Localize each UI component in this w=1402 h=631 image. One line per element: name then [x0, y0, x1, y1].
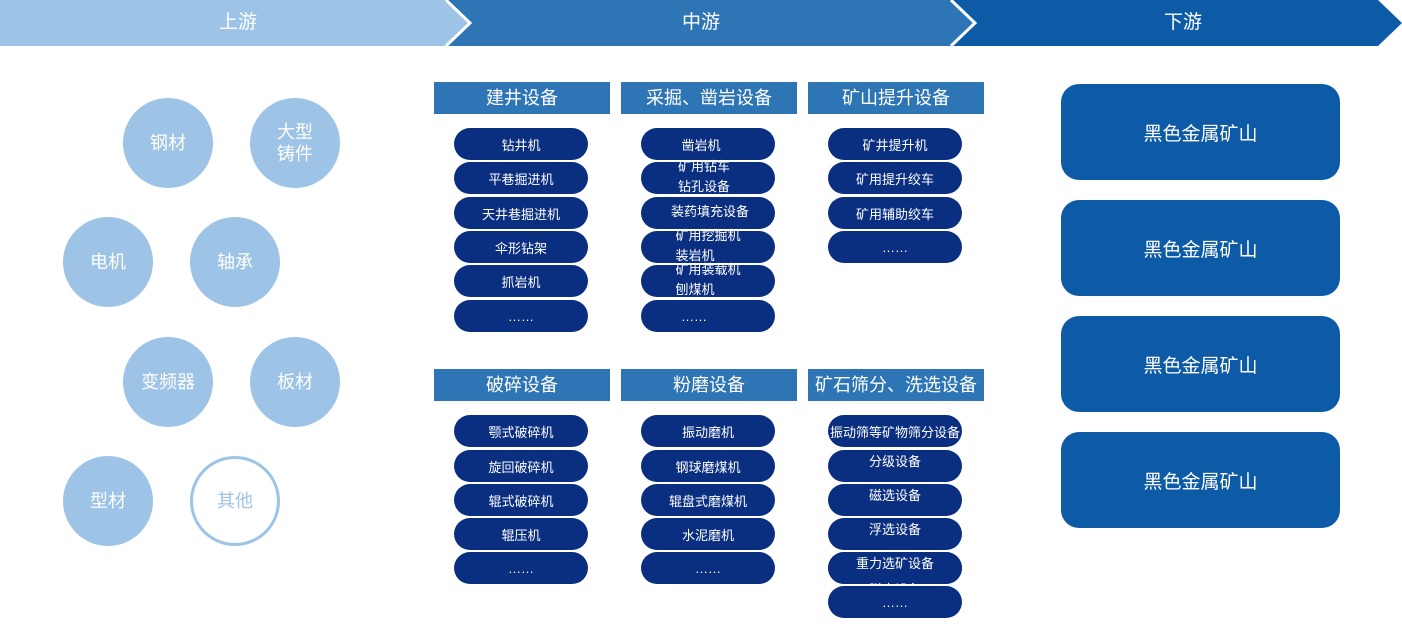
material-large-castings: 大型 铸件 — [250, 98, 340, 188]
equipment-item: 矿用钻车 钻孔设备 — [641, 159, 775, 194]
downstream-item: 黑色金属矿山 — [1061, 84, 1340, 180]
material-motor: 电机 — [63, 217, 153, 307]
equipment-item: 分级设备 — [828, 450, 962, 482]
equipment-item: 装药填充设备 — [641, 197, 775, 229]
material-bearing: 轴承 — [190, 217, 280, 307]
equipment-item: 振动磨机 — [641, 415, 775, 447]
stage-label-midstream: 中游 — [681, 12, 720, 33]
equipment-item: 钢球磨煤机 — [641, 450, 775, 482]
equipment-item: 旋回破碎机 — [454, 450, 588, 482]
material-steel: 钢材 — [123, 98, 213, 188]
equipment-item: 浮选设备 — [828, 518, 962, 550]
equipment-item: 辊压机 — [454, 518, 588, 550]
midstream-arrow — [446, 0, 975, 46]
material-plate: 板材 — [250, 337, 340, 427]
equipment-item-label-holder: 脱水设备 — [828, 552, 962, 597]
equipment-item: 颚式破碎机 — [454, 415, 588, 447]
equipment-item: 伞形钻架 — [454, 231, 588, 263]
equipment-label: 重力选矿设备 — [855, 555, 934, 571]
downstream-arrow — [951, 0, 1402, 46]
equipment-item: 磁选设备 — [828, 484, 962, 516]
equipment-label: 分级设备 — [868, 453, 921, 469]
downstream-item: 黑色金属矿山 — [1061, 432, 1340, 528]
equipment-item: 矿用提升绞车 — [828, 162, 962, 194]
equipment-item-more: …… — [454, 300, 588, 332]
equipment-item: 平巷掘进机 — [454, 162, 588, 194]
equipment-label: 钻孔设备 — [677, 178, 730, 194]
stage-label-upstream: 上游 — [218, 12, 257, 33]
equipment-item: 矿用辅助绞车 — [828, 197, 962, 229]
material-profile: 型材 — [63, 456, 153, 546]
equipment-label: 装药填充设备 — [670, 203, 749, 219]
category-header: 矿山提升设备 — [808, 82, 984, 114]
equipment-item: 重力选矿设备 — [828, 552, 962, 584]
downstream-item: 黑色金属矿山 — [1061, 200, 1340, 296]
equipment-label: 装岩机 — [675, 247, 715, 263]
equipment-item-more: …… — [828, 231, 962, 263]
equipment-item-more: …… — [641, 552, 775, 584]
equipment-item-more: …… — [454, 552, 588, 584]
equipment-label: 矿用挖掘机 — [675, 227, 741, 243]
equipment-label: 矿用钻车 — [677, 158, 730, 174]
equipment-item: 凿岩机 — [641, 128, 775, 160]
equipment-item: 抓岩机 — [454, 265, 588, 297]
equipment-item: 矿用挖掘机 装岩机 — [641, 228, 775, 263]
equipment-label: …… — [681, 308, 707, 324]
equipment-item: 辊盘式磨煤机 — [641, 484, 775, 516]
equipment-label: 磁选设备 — [868, 487, 921, 503]
equipment-label: 刨煤机 — [675, 281, 715, 297]
equipment-item: 钻井机 — [454, 128, 588, 160]
equipment-item: 矿用装载机 刨煤机 — [641, 262, 775, 297]
material-inverter: 变频器 — [123, 337, 213, 427]
equipment-item: 振动筛等矿物筛分设备 — [828, 415, 962, 447]
equipment-label: 凿岩机 — [681, 137, 721, 153]
stage-label-downstream: 下游 — [1163, 12, 1202, 33]
category-header: 建井设备 — [434, 82, 610, 114]
upstream-arrow — [0, 0, 470, 46]
stage-banner: 上游 中游 下游 — [0, 0, 1402, 46]
equipment-item: 天井巷掘进机 — [454, 197, 588, 229]
equipment-label: 矿用装载机 — [675, 261, 741, 277]
downstream-item: 黑色金属矿山 — [1061, 316, 1340, 412]
category-header: 粉磨设备 — [621, 369, 797, 401]
equipment-item: 水泥磨机 — [641, 518, 775, 550]
equipment-label: 浮选设备 — [868, 521, 921, 537]
equipment-item-more: …… — [641, 300, 775, 332]
material-other: 其他 — [190, 456, 280, 546]
equipment-item: 矿井提升机 — [828, 128, 962, 160]
category-header: 矿石筛分、洗选设备 — [808, 369, 984, 401]
stage-arrows — [0, 0, 1402, 46]
category-header: 采掘、凿岩设备 — [621, 82, 797, 114]
equipment-item-more: …… — [828, 586, 962, 618]
category-header: 破碎设备 — [434, 369, 610, 401]
equipment-item: 辊式破碎机 — [454, 484, 588, 516]
